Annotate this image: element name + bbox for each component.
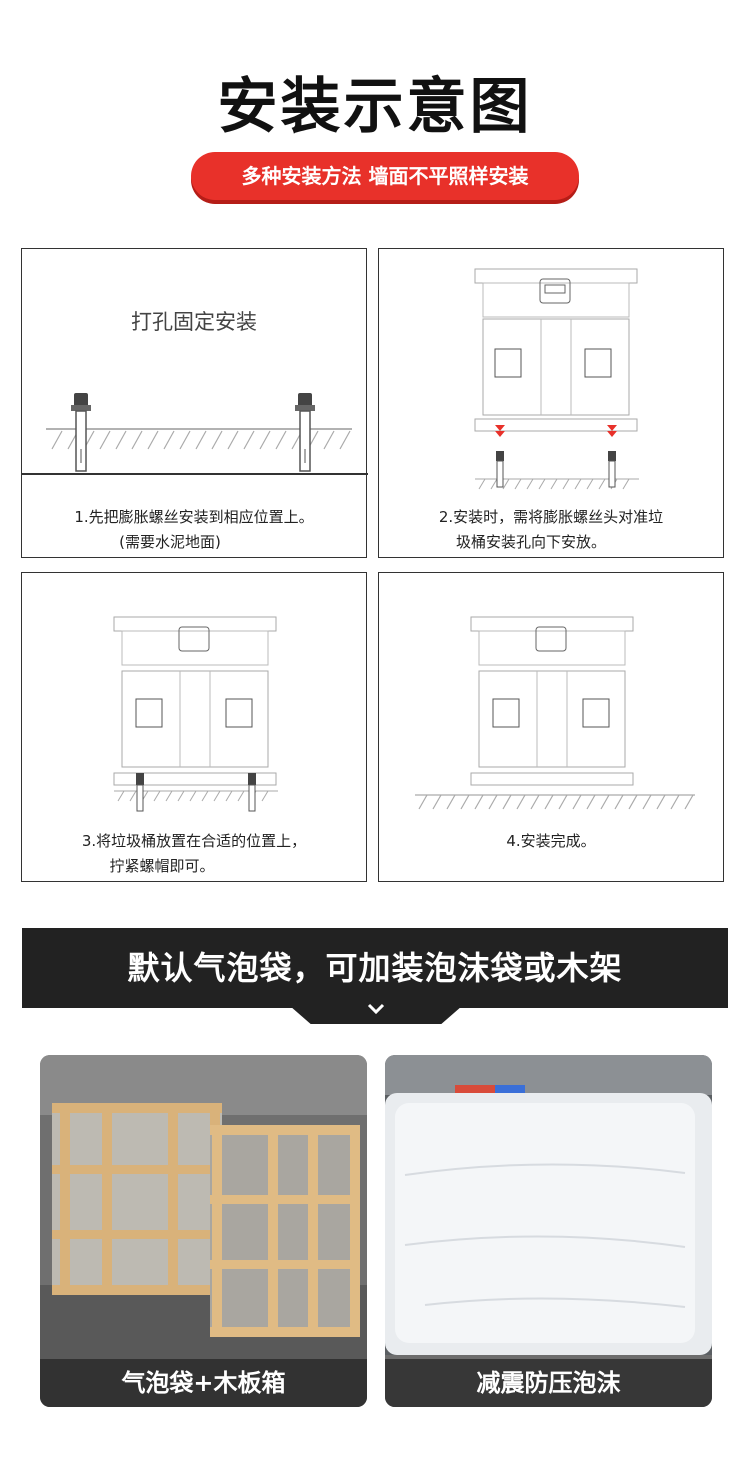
step-2-text-line1: 2.安装时，需将膨胀螺丝头对准垃 [438, 508, 664, 526]
banner-tab [290, 1006, 462, 1024]
chevron-down-icon [367, 1003, 385, 1015]
bin-installed-diagram [415, 616, 695, 810]
expansion-bolt-diagram [22, 393, 368, 475]
bin-lowering-diagram [474, 268, 639, 490]
down-arrow-icon [495, 425, 617, 437]
step-1-text-line2: (需要水泥地面) [119, 533, 221, 551]
step-3-text-line2: 拧紧螺帽即可。 [109, 857, 215, 875]
foam-wrap-icon [385, 1055, 712, 1407]
step-panel-3: 3.将垃圾桶放置在合适的位置上， 拧紧螺帽即可。 [21, 572, 367, 882]
bolt-icon-right [295, 393, 315, 472]
photo-caption-foam: 减震防压泡沫 [385, 1359, 712, 1407]
photo-caption-crate: 气泡袋+木板箱 [40, 1359, 367, 1407]
step-2-text-line2: 圾桶安装孔向下安放。 [455, 533, 606, 551]
subtitle-badge: 多种安装方法 墙面不平照样安装 [191, 152, 579, 200]
step-1-label: 打孔固定安装 [131, 310, 257, 334]
step-panel-1: 打孔固定安装 1.先把 [21, 248, 368, 558]
step-3-text-line1: 3.将垃圾桶放置在合适的位置上， [81, 832, 307, 850]
wooden-crate-icon [40, 1055, 367, 1407]
foam-wrap-photo: 减震防压泡沫 [385, 1055, 712, 1407]
step-panel-2: 2.安装时，需将膨胀螺丝头对准垃 圾桶安装孔向下安放。 [378, 248, 724, 558]
bolt-icon-left [71, 393, 91, 472]
wooden-crate-photo: 气泡袋+木板箱 [40, 1055, 367, 1407]
page-title: 安装示意图 [217, 72, 533, 142]
step-4-text: 4.安装完成。 [506, 832, 596, 850]
step-1-text-line1: 1.先把膨胀螺丝安装到相应位置上。 [74, 508, 314, 526]
packaging-banner: 默认气泡袋，可加装泡沫袋或木架 [22, 928, 728, 1008]
bin-fasten-diagram [113, 616, 278, 812]
step-panel-4: 4.安装完成。 [378, 572, 724, 882]
